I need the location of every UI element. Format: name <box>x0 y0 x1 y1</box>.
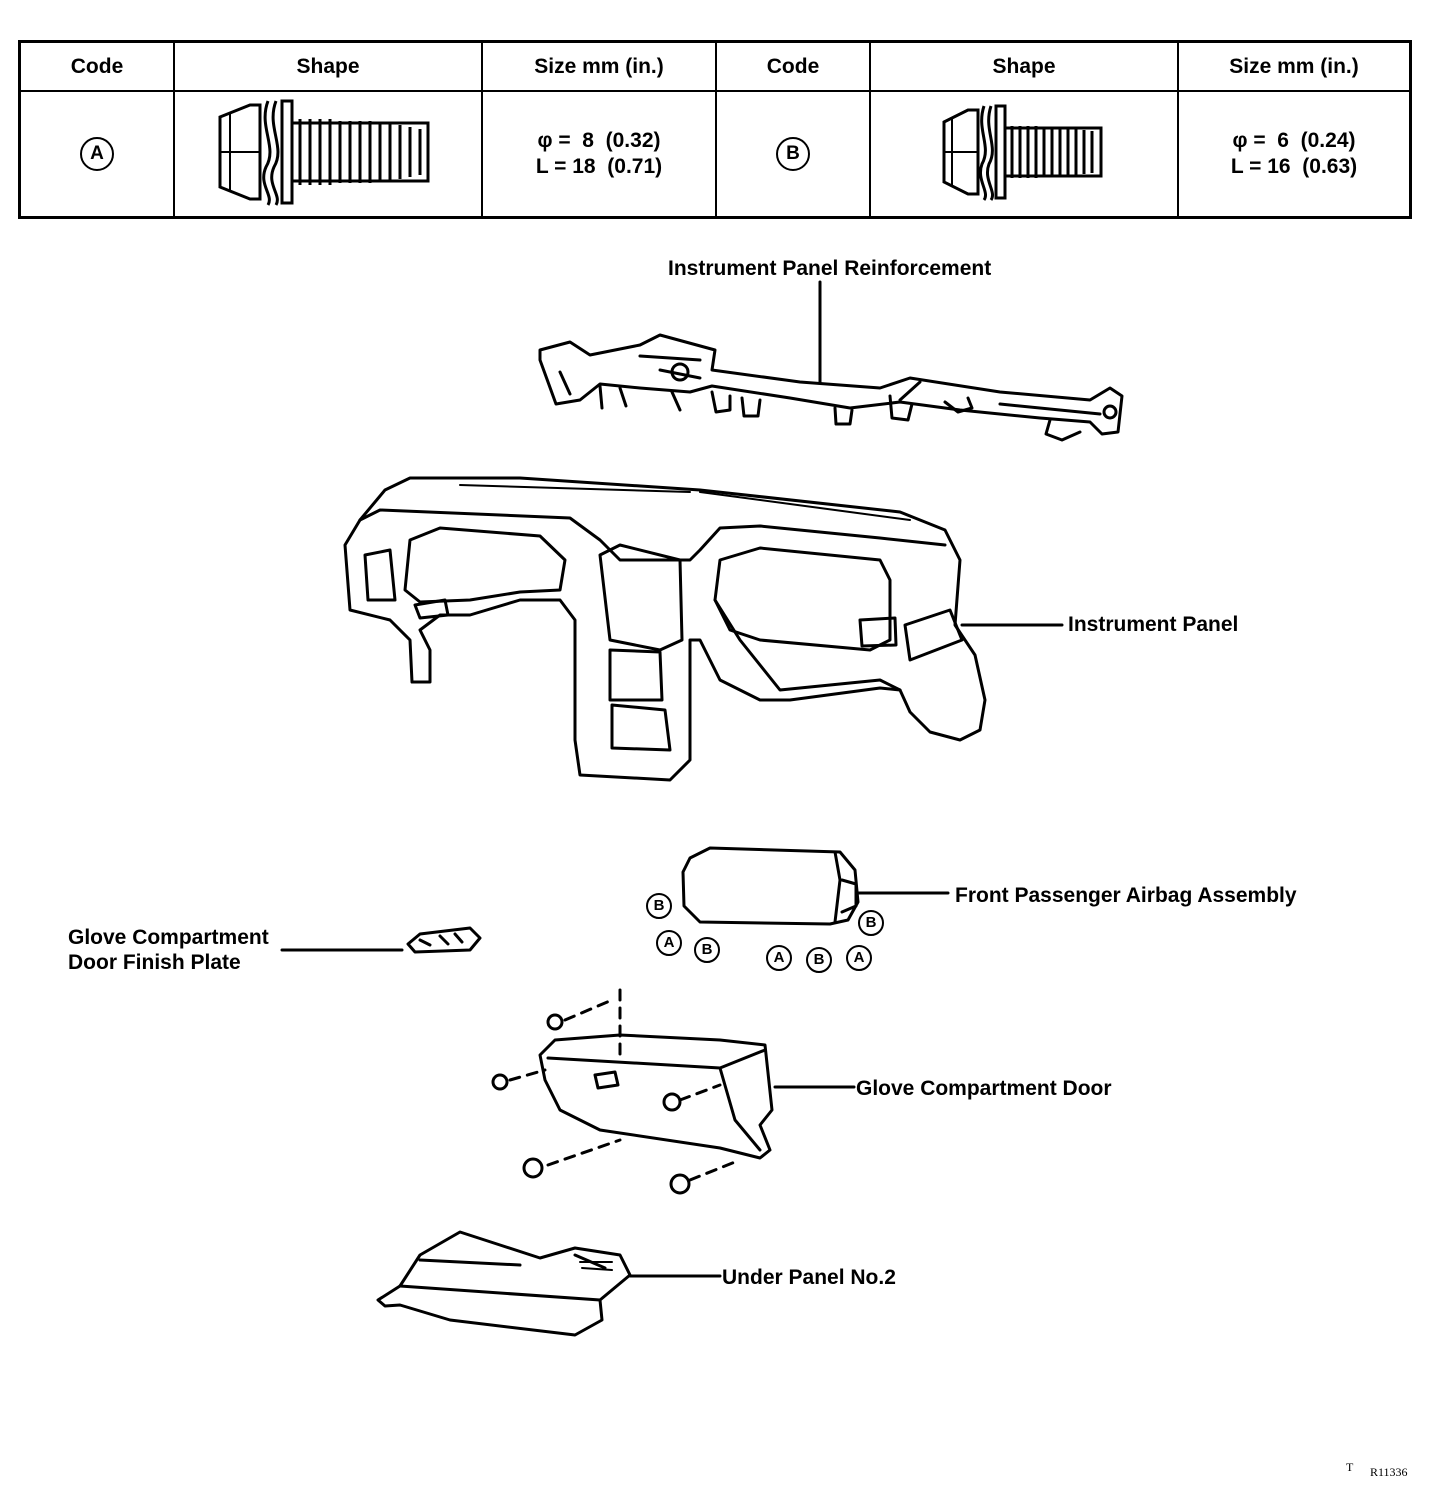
header-shape-b: Shape <box>869 40 1179 92</box>
bolt-code-marker: B <box>806 947 832 973</box>
figure-code: R11336 <box>1370 1465 1408 1479</box>
header-size-a: Size mm (in.) <box>481 40 717 92</box>
bolt-with-washer-icon <box>218 99 430 206</box>
bolt-code-marker: A <box>846 945 872 971</box>
size-a-length: L = 18 (0.71) <box>535 155 663 178</box>
size-b-diameter: φ = 6 (0.24) <box>1232 129 1356 152</box>
header-shape-a: Shape <box>173 40 483 92</box>
table-header-row: Code Shape Size mm (in.) Code Shape Size… <box>18 40 1412 92</box>
bolt-code-marker: B <box>694 937 720 963</box>
label-glove-compartment-door: Glove Compartment Door <box>856 1077 1112 1100</box>
shape-cell-b <box>869 90 1179 219</box>
bolt-with-washer-icon <box>942 104 1103 201</box>
size-a-diameter: φ = 8 (0.32) <box>537 129 661 152</box>
glove-compartment-door-drawing <box>491 988 856 1195</box>
bolt-code-marker: B <box>858 910 884 936</box>
shape-cell-a <box>173 90 483 219</box>
instrument-panel-drawing <box>343 476 1064 782</box>
code-a-badge: A <box>80 137 114 171</box>
bolt-spec-table: Code Shape Size mm (in.) Code Shape Size… <box>18 40 1412 219</box>
label-glove-compartment-door-finish-plate-line1: Glove Compartment <box>68 926 269 949</box>
size-cell-a: φ = 8 (0.32) L = 18 (0.71) <box>481 90 717 219</box>
bolt-code-marker: B <box>646 893 672 919</box>
front-passenger-airbag-drawing <box>681 846 950 926</box>
label-glove-compartment-door-finish-plate-line2: Door Finish Plate <box>68 951 241 974</box>
instrument-panel-reinforcement-drawing <box>538 280 1124 442</box>
label-under-panel-no2: Under Panel No.2 <box>722 1266 896 1289</box>
glove-compartment-door-finish-plate-drawing <box>280 926 482 954</box>
label-front-passenger-airbag-assembly: Front Passenger Airbag Assembly <box>955 884 1297 907</box>
size-b-length: L = 16 (0.63) <box>1230 155 1358 178</box>
size-cell-b: φ = 6 (0.24) L = 16 (0.63) <box>1177 90 1412 219</box>
header-code-a: Code <box>18 40 175 92</box>
header-size-b: Size mm (in.) <box>1177 40 1412 92</box>
code-cell-a: A <box>18 90 175 219</box>
bolt-code-marker: A <box>656 930 682 956</box>
figure-code-prefix: T <box>1346 1460 1354 1474</box>
table-row: A <box>18 90 1412 219</box>
code-cell-b: B <box>715 90 871 219</box>
label-instrument-panel: Instrument Panel <box>1068 613 1239 636</box>
code-b-badge: B <box>776 137 810 171</box>
bolt-code-marker: A <box>766 945 792 971</box>
label-instrument-panel-reinforcement: Instrument Panel Reinforcement <box>668 257 992 280</box>
header-code-b: Code <box>715 40 871 92</box>
under-panel-no2-drawing <box>376 1230 722 1337</box>
